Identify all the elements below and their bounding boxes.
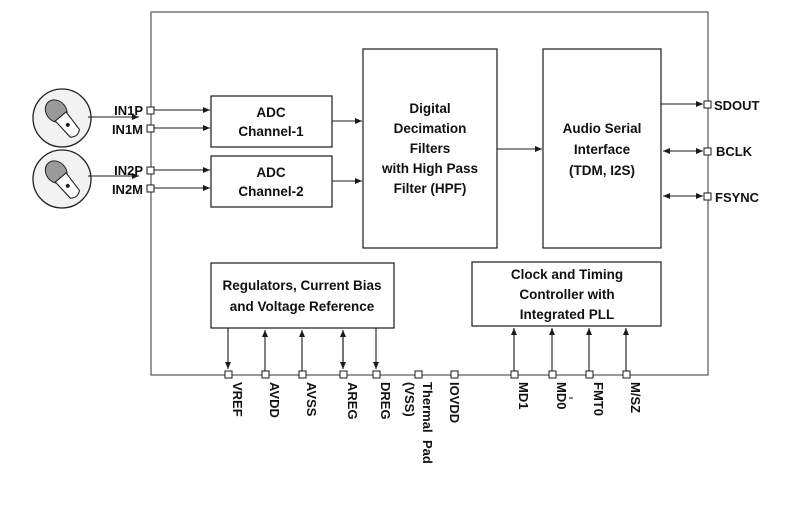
pin-dreg (372, 370, 381, 379)
pin-label-md1: MD1 (516, 382, 531, 409)
decimation-filter-block (362, 48, 498, 249)
decimation-line-1: Digital (409, 101, 450, 116)
pin-avss (298, 370, 307, 379)
serial-line-2: Interface (574, 142, 631, 157)
decimation-line-4: with High Pass (381, 161, 478, 176)
regulators-line-2: and Voltage Reference (230, 299, 375, 314)
pin-in1m (146, 124, 155, 133)
serial-line-3: (TDM, I2S) (569, 163, 635, 178)
clock-timing-block (471, 261, 662, 327)
audio-serial-interface-block (542, 48, 662, 249)
adc2-line-1: ADC (256, 165, 285, 180)
pin-label-in1p: IN1P (114, 103, 143, 118)
adc-channel-1-block (210, 95, 333, 148)
pin-label-fsync: FSYNC (715, 190, 760, 205)
pin-label-in1m: IN1M (112, 122, 143, 137)
pin-avdd (261, 370, 270, 379)
pin-in2m (146, 184, 155, 193)
adc1-line-1: ADC (256, 105, 285, 120)
pin-label-bclk: BCLK (716, 144, 753, 159)
pin-label-dreg: DREG (378, 382, 393, 420)
pin-thermal-pad (414, 370, 423, 379)
microphone-icon (32, 149, 92, 209)
decimation-line-5: Filter (HPF) (394, 181, 467, 196)
decimation-line-3: Filters (410, 141, 451, 156)
regulators-line-1: Regulators, Current Bias (222, 278, 381, 293)
pin-label-avdd: AVDD (267, 382, 282, 418)
pin-label-vss: (VSS) (402, 382, 417, 417)
pin-label-md0: MD0 (554, 382, 569, 409)
pin-iovdd (450, 370, 459, 379)
microphone-icon (32, 88, 92, 148)
pin-md1 (510, 370, 519, 379)
clock-line-1: Clock and Timing (511, 267, 623, 282)
adc-channel-2-block (210, 155, 333, 208)
pin-bclk (703, 147, 712, 156)
serial-line-1: Audio Serial (563, 121, 642, 136)
pin-label-in2m: IN2M (112, 182, 143, 197)
pin-areg (339, 370, 348, 379)
pin-label-avss: AVSS (304, 382, 319, 417)
adc2-line-2: Channel-2 (238, 184, 303, 199)
pin-in2p (146, 166, 155, 175)
pin-label-sdout: SDOUT (714, 98, 760, 113)
adc1-line-2: Channel-1 (238, 124, 304, 139)
pin-label-iovdd: IOVDD (447, 382, 462, 423)
pin-label-msz: M/SZ (628, 382, 643, 413)
regulators-block (210, 262, 395, 329)
clock-line-2: Controller with (519, 287, 614, 302)
pin-sdout (703, 100, 712, 109)
pin-fmt0 (585, 370, 594, 379)
pin-vref (224, 370, 233, 379)
pin-in1p (146, 106, 155, 115)
decimation-line-2: Decimation (394, 121, 467, 136)
pin-label-thermal: Thermal (420, 382, 435, 433)
pin-label-fmt0: FMT0 (591, 382, 606, 416)
pin-fsync (703, 192, 712, 201)
pin-label-pad: Pad (420, 440, 435, 464)
pin-label-in2p: IN2P (114, 163, 143, 178)
pin-msz (622, 370, 631, 379)
clock-line-3: Integrated PLL (520, 307, 615, 322)
pin-label-areg: AREG (345, 382, 360, 420)
pin-label-vref: VREF (230, 382, 245, 417)
pin-md0 (548, 370, 557, 379)
